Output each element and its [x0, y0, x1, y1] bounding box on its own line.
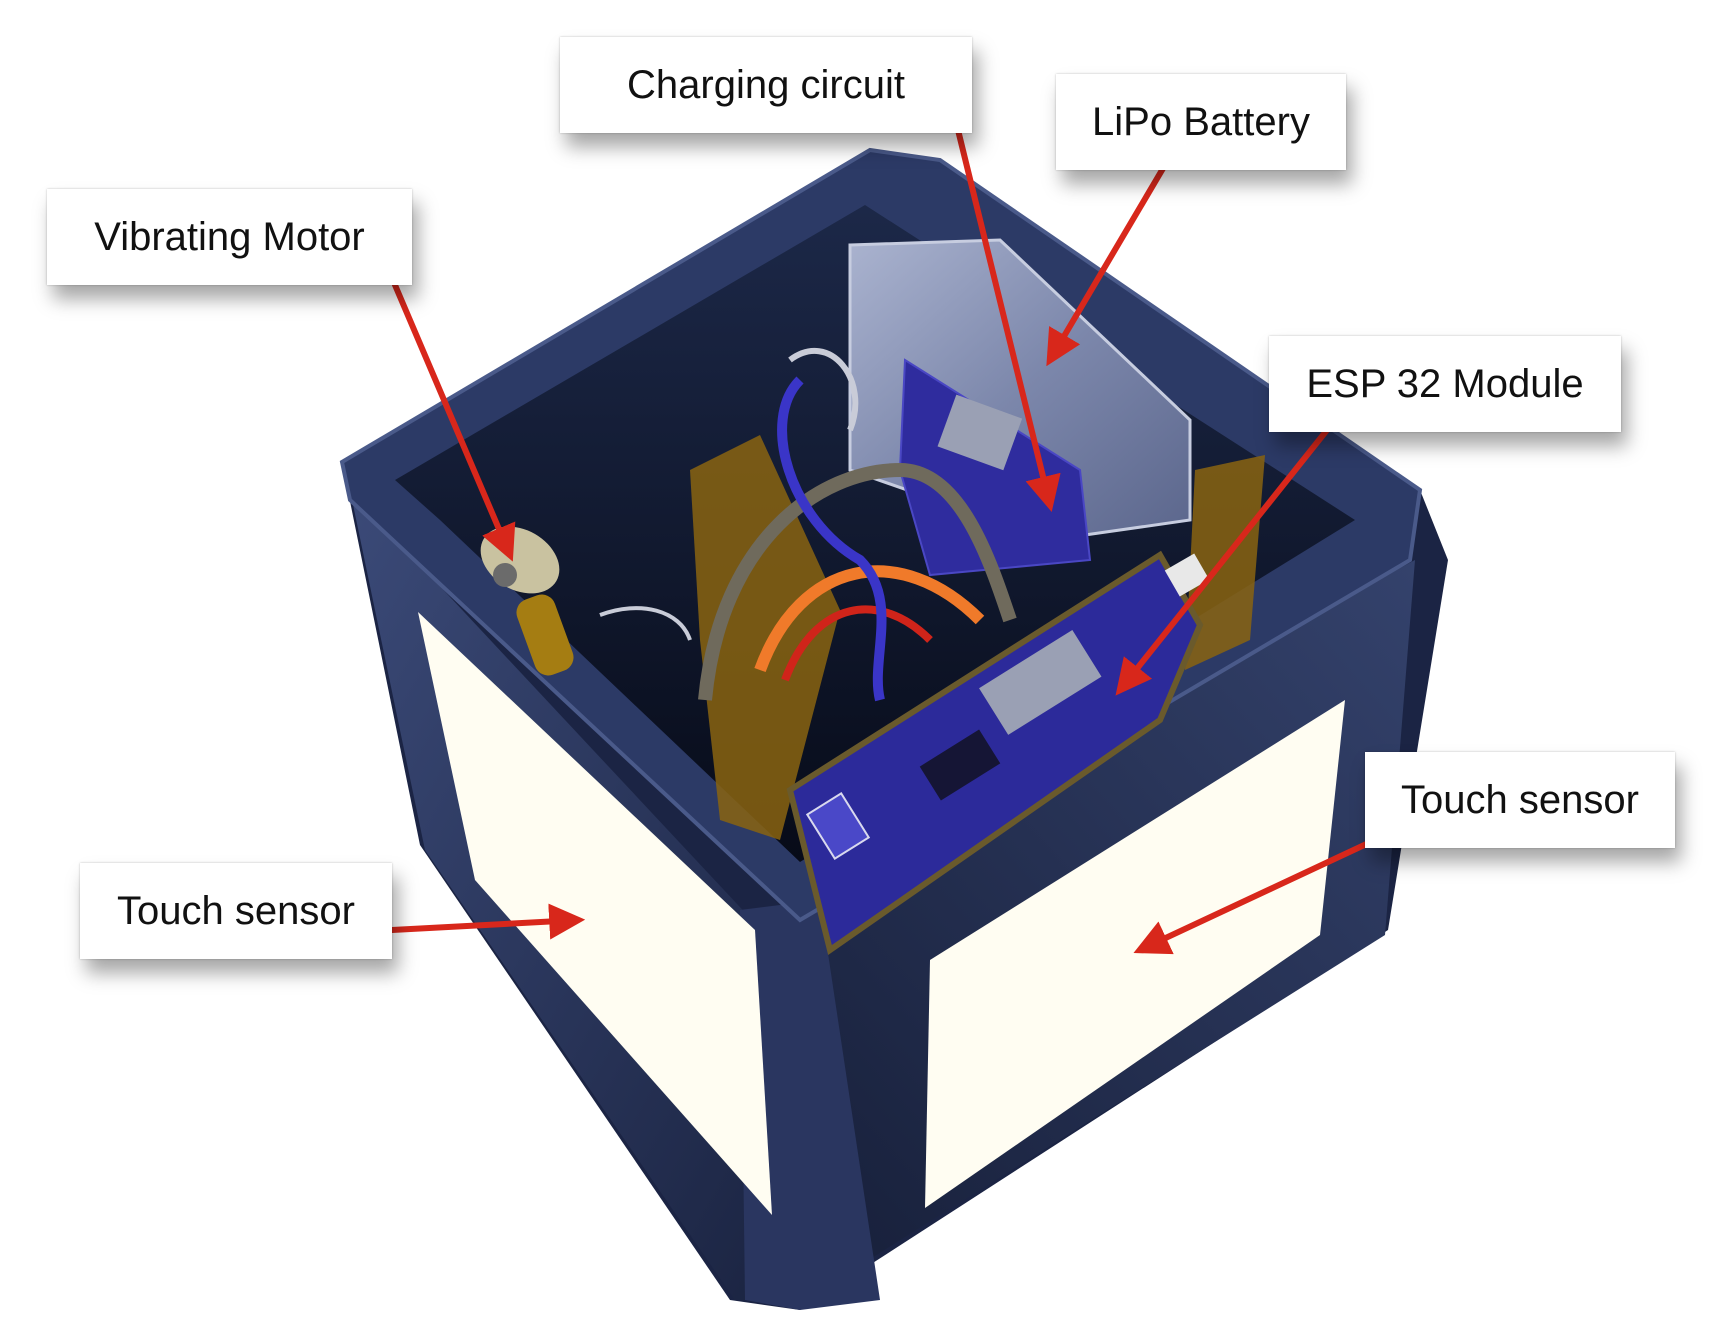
- usb-port-charging: [937, 394, 1023, 471]
- vibrating-motor-shaft: [493, 563, 517, 587]
- esp32-chip: [919, 729, 1001, 801]
- arrow-touch-sensor-right: [1133, 837, 1378, 955]
- label-touch-sensor-right-text: Touch sensor: [1401, 778, 1639, 822]
- arrow-touch-sensor-left: [389, 903, 586, 940]
- internal-components: [480, 238, 1265, 955]
- housing-front-corner: [740, 900, 880, 1310]
- label-esp32-module-text: ESP 32 Module: [1306, 362, 1584, 406]
- usb-port-esp32: [979, 629, 1102, 735]
- wire-grey: [698, 462, 1017, 701]
- arrow-vibrating-motor: [392, 282, 516, 562]
- kapton-tape-left: [690, 435, 840, 840]
- label-charging-circuit: Charging circuit: [560, 37, 972, 133]
- label-esp32-module: ESP 32 Module: [1269, 336, 1621, 432]
- arrow-lipo-battery: [1046, 162, 1168, 367]
- arrow-charging-circuit: [955, 127, 1061, 512]
- annotation-arrows: [389, 127, 1378, 955]
- wire-white: [788, 348, 859, 432]
- wire-red: [781, 605, 933, 682]
- label-touch-sensor-left: Touch sensor: [80, 863, 392, 959]
- label-touch-sensor-right: Touch sensor: [1365, 752, 1675, 848]
- charging-board: [898, 358, 1092, 577]
- wire-white-motor: [599, 606, 692, 641]
- wire-blue: [777, 376, 887, 702]
- label-vibrating-motor: Vibrating Motor: [47, 189, 412, 285]
- label-touch-sensor-left-text: Touch sensor: [117, 889, 355, 933]
- vibrating-motor-body: [516, 594, 574, 676]
- arrow-esp32-module: [1115, 417, 1338, 696]
- esp32-connector: [1164, 553, 1210, 597]
- wire-orange: [754, 565, 985, 673]
- label-vibrating-motor-text: Vibrating Motor: [94, 215, 365, 259]
- label-lipo-battery-text: LiPo Battery: [1092, 100, 1310, 144]
- label-charging-circuit-text: Charging circuit: [627, 63, 905, 107]
- touch-sensor-pad-left: [418, 612, 772, 1215]
- label-lipo-battery: LiPo Battery: [1056, 74, 1346, 170]
- esp32-board: [786, 550, 1204, 955]
- esp32-switch: [805, 791, 871, 861]
